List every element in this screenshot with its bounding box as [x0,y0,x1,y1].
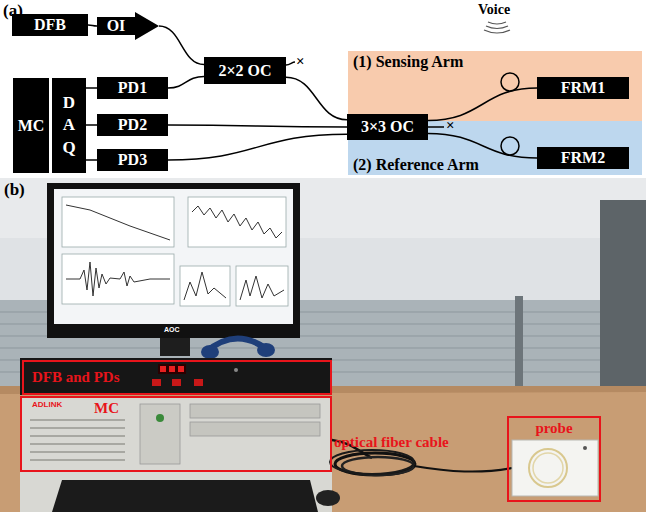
sound-waves [484,22,510,33]
brand-logo: ADLINK [32,400,62,409]
fiber-connector [168,76,204,88]
photo-callout-box: probe [507,416,601,502]
node-text: PD2 [118,116,147,134]
termination-mark: × [296,53,305,70]
node-text: probe [535,420,572,437]
light-source-box: DFB [12,14,88,36]
node-text: 2×2 OC [218,62,271,80]
node-text: PD3 [118,151,147,169]
termination-mark: × [446,117,455,134]
node-text: DFB and PDs [32,369,120,386]
computer-box: MC [13,78,49,173]
panel-label: (b) [4,180,25,200]
coupler-box: 2×2 OC [204,57,286,84]
mirror-box: FRM2 [537,147,629,169]
coupler-box: 3×3 OC [347,114,428,140]
terminated-fiber [286,62,295,65]
node-text: FRM2 [561,149,605,167]
node-text: PD1 [118,79,147,97]
node-text: (1) Sensing Arm [353,53,463,71]
fiber-connector [86,124,97,126]
daq-box: DAQ [52,78,86,173]
arrow-shape [97,12,159,40]
photo-callout-box: DFB and PDs [22,360,332,395]
fiber-connector [86,87,97,89]
node-text: 3×3 OC [361,118,414,136]
fiber-connector [168,125,347,127]
fiber-connector [86,159,97,161]
node-text: MC [18,117,45,135]
fiber-coil [501,137,519,155]
terminated-fiber [428,126,444,128]
sound-label: Voice [478,2,510,18]
node-text: DFB [34,16,66,34]
photo [0,178,646,512]
fiber-connector [168,134,347,160]
fiber-connector [159,26,204,65]
detector-box: PD2 [97,114,168,136]
fiber-connector [286,77,347,119]
node-text: FRM1 [561,79,605,97]
panel-label: (a) [3,1,23,21]
photo-callout-label: optical fiber cable [334,434,449,451]
detector-box: PD1 [97,77,168,99]
node-text: (2) Reference Arm [353,156,479,174]
brand-logo: AOC [164,326,180,333]
detector-box: PD3 [97,149,168,171]
isolator-arrow: OI [97,12,159,40]
node-text: OI [97,17,135,35]
mirror-box: FRM1 [537,77,629,99]
sensing-band [348,51,642,121]
arm-band: (1) Sensing ArmFRM1 [348,51,642,121]
node-text: MC [94,400,119,417]
fiber-connector [428,134,537,159]
node-text: DAQ [61,92,78,158]
fiber-connector [428,88,537,121]
fiber-coil [501,73,519,91]
photo-callout-box: MC [20,396,332,472]
fiber-connector [88,25,97,26]
